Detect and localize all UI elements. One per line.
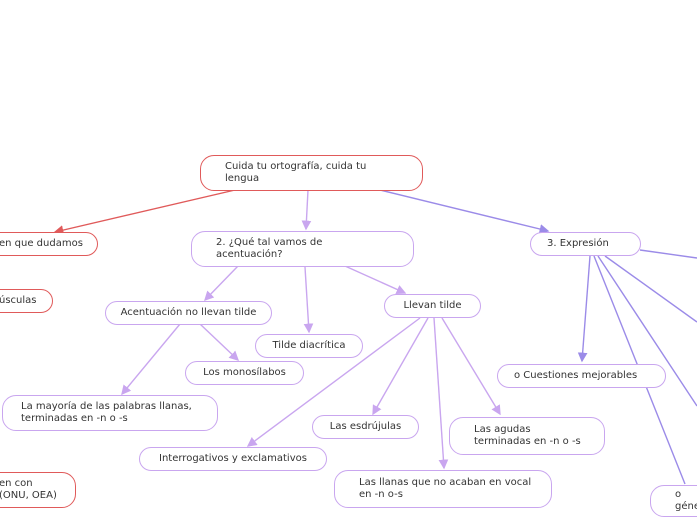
edge-llevan-llanas: [433, 317, 449, 470]
node-llanas-no[interactable]: La mayoría de las palabras llanas, termi…: [2, 395, 218, 431]
node-tilde-diacritica-label: Tilde diacrítica: [272, 340, 346, 351]
edge-root-expresion: [379, 189, 550, 234]
node-interrogativos[interactable]: Interrogativos y exclamativos: [139, 447, 327, 471]
edge-llevan-interrog: [246, 317, 421, 447]
node-agudas-label: Las agudas terminadas en -n o -s: [474, 424, 581, 447]
edge-root-dudamos: [53, 189, 236, 235]
edge-acent-llevan: [344, 265, 407, 295]
node-llanas-no-label: La mayoría de las palabras llanas, termi…: [21, 401, 192, 424]
node-root[interactable]: Cuida tu ortografía, cuida tu lengua: [200, 155, 423, 191]
node-genero[interactable]: o géne: [650, 485, 697, 517]
node-llevan-tilde[interactable]: Llevan tilde: [384, 294, 481, 318]
node-cuestiones-mejorables-label: o Cuestiones mejorables: [514, 370, 638, 381]
node-dudamos-label: en que dudamos: [0, 238, 83, 249]
node-no-llevan-tilde-label: Acentuación no llevan tilde: [120, 307, 257, 318]
edge-root-acentuacion: [301, 189, 312, 231]
edge-exp-offscreen-3: [597, 255, 697, 407]
edge-llevan-agudas: [441, 317, 501, 416]
node-dudamos[interactable]: en que dudamos: [0, 232, 98, 256]
node-siglas-label: en con (ONU, OEA): [0, 478, 57, 501]
edge-acent-nollevan: [204, 265, 239, 302]
node-tilde-diacritica[interactable]: Tilde diacrítica: [255, 334, 363, 358]
node-monosilabos[interactable]: Los monosílabos: [185, 361, 304, 385]
node-no-llevan-tilde[interactable]: Acentuación no llevan tilde: [105, 301, 272, 325]
node-acentuacion[interactable]: 2. ¿Qué tal vamos de acentuación?: [191, 231, 414, 267]
node-usculas-label: úsculas: [0, 295, 37, 306]
edge-nollevan-monosilabos: [199, 323, 240, 361]
edge-nollevan-llanas: [121, 323, 181, 396]
edge-llevan-esdrujulas: [372, 317, 429, 416]
edge-exp-offscreen-2: [604, 255, 697, 323]
edge-acent-diacritica: [303, 266, 314, 334]
node-expresion-label: 3. Expresión: [547, 238, 609, 249]
node-genero-label: o géne: [675, 489, 697, 512]
node-usculas[interactable]: úsculas: [0, 289, 53, 313]
node-siglas[interactable]: en con (ONU, OEA): [0, 472, 76, 508]
node-llevan-tilde-label: Llevan tilde: [403, 300, 462, 311]
node-interrogativos-label: Interrogativos y exclamativos: [159, 453, 307, 464]
node-cuestiones-mejorables[interactable]: o Cuestiones mejorables: [497, 364, 666, 388]
node-acentuacion-label: 2. ¿Qué tal vamos de acentuación?: [216, 237, 323, 260]
edge-exp-offscreen-1: [639, 249, 697, 259]
node-esdrujulas-label: Las esdrújulas: [329, 421, 402, 432]
node-agudas[interactable]: Las agudas terminadas en -n o -s: [449, 417, 605, 455]
node-llanas-si-label: Las llanas que no acaban en vocal en -n …: [359, 477, 532, 500]
edge-exp-mejorables: [577, 255, 591, 363]
node-expresion[interactable]: 3. Expresión: [530, 232, 641, 256]
node-root-label: Cuida tu ortografía, cuida tu lengua: [225, 161, 367, 184]
node-esdrujulas[interactable]: Las esdrújulas: [312, 415, 419, 439]
node-llanas-si[interactable]: Las llanas que no acaban en vocal en -n …: [334, 470, 552, 508]
node-monosilabos-label: Los monosílabos: [203, 367, 286, 378]
